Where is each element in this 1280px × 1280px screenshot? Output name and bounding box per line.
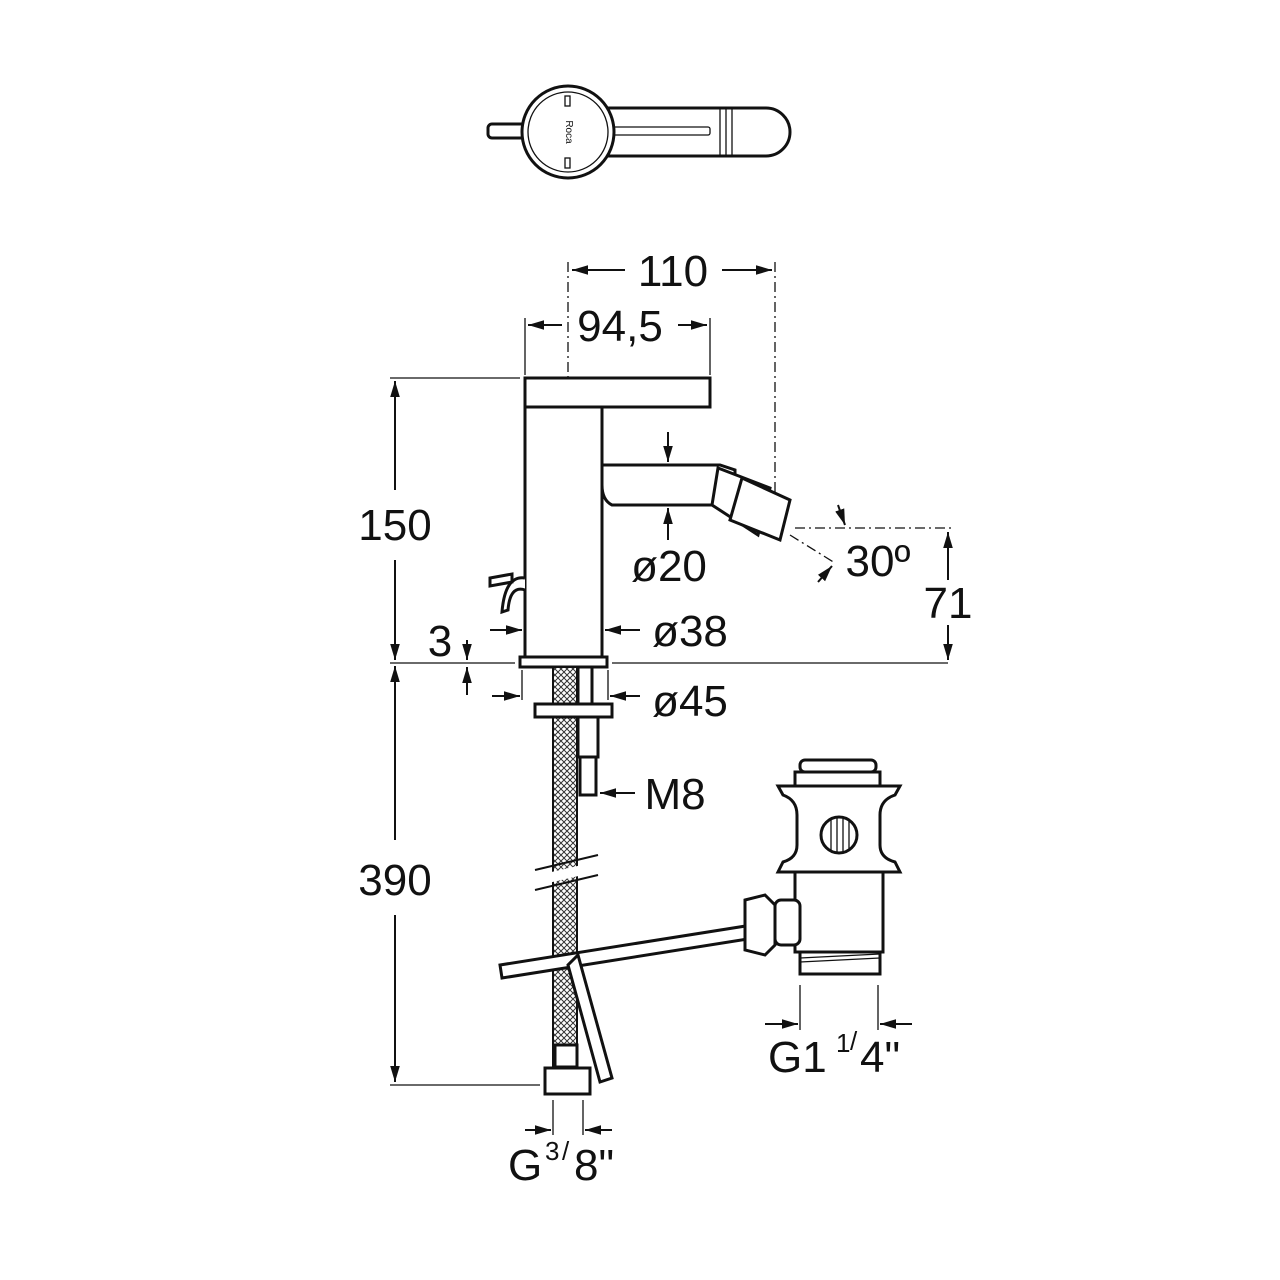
supply-thread-num: 3 [545,1136,559,1166]
pop-up-rod [498,923,756,980]
dim-waste-thread: G1 1 / 4" [768,1026,900,1082]
dim-150: 150 [358,501,431,550]
dim-71: 71 [924,579,973,628]
dimension-lines [390,265,955,1135]
top-view: Roca [486,84,792,180]
pop-up-lever [500,576,526,615]
dim-stud-thread: M8 [644,770,705,819]
dim-390: 390 [358,856,431,905]
faucet-handle [523,376,712,409]
waste-thread-main: G1 [768,1033,827,1082]
dim-110: 110 [638,247,708,296]
waste-thread-num: 1 [836,1028,850,1058]
dim-94-5: 94,5 [577,302,663,351]
supply-thread-main: G [508,1141,542,1190]
base-flange [518,655,609,669]
waste-thread-den: 4" [860,1033,900,1082]
top-handle-circle [520,84,616,180]
hose-nut [543,1066,592,1096]
faucet-side-view [488,376,792,1096]
fraction-slash: / [562,1136,570,1166]
dim-body-diameter: ø38 [652,607,728,656]
faucet-body [523,393,604,659]
rod-clamp [743,893,777,957]
dim-spout-angle: 30º [845,537,910,586]
dim-base-diameter: ø45 [652,677,728,726]
rod-arm [566,952,614,1084]
dim-spout-diameter: ø20 [631,542,707,591]
brand-logo: Roca [563,120,574,144]
dim-deck-gap: 3 [428,617,452,666]
fixing-washer [533,702,614,719]
dim-supply-thread: G 3 / 8" [508,1136,614,1190]
supply-thread-den: 8" [574,1141,614,1190]
pop-up-waste [743,758,903,976]
threaded-stud [576,715,600,759]
fraction-slash: / [850,1026,858,1056]
